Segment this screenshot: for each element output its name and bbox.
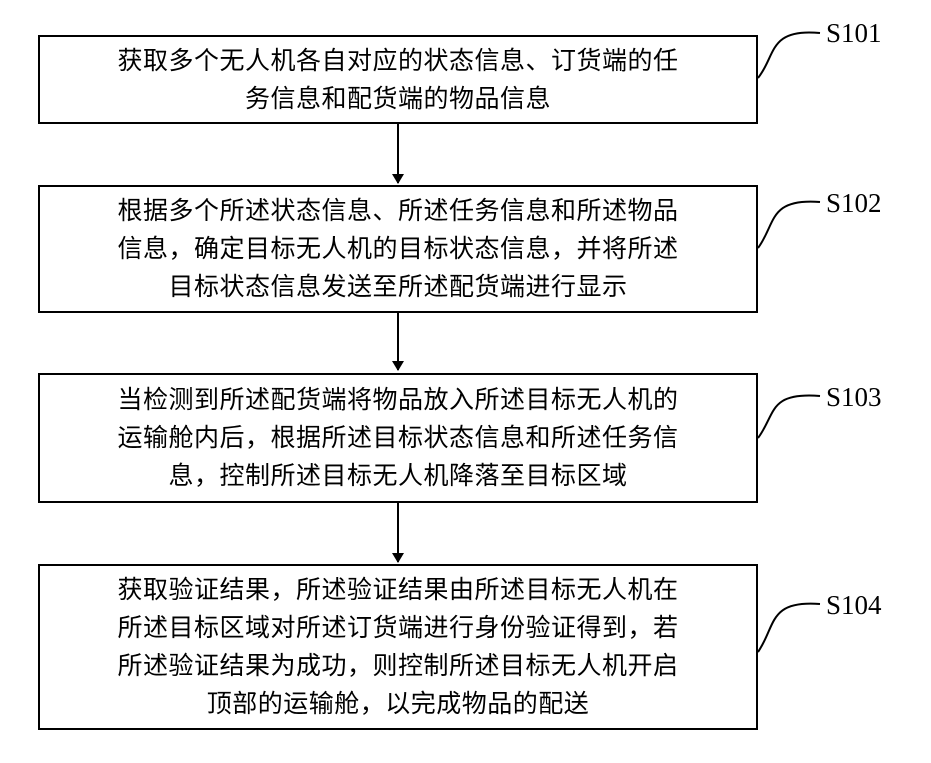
step-line: 根据多个所述状态信息、所述任务信息和所述物品 bbox=[117, 192, 678, 230]
leader-curve-s101 bbox=[758, 32, 820, 78]
leader-curve-s104 bbox=[758, 604, 820, 652]
step-label-s102: S102 bbox=[826, 188, 882, 218]
step-line: 顶部的运输舱，以完成物品的配送 bbox=[117, 685, 678, 723]
step-box-s103: 当检测到所述配货端将物品放入所述目标无人机的 运输舱内后，根据所述目标状态信息和… bbox=[38, 373, 758, 503]
step-box-s101: 获取多个无人机各自对应的状态信息、订货端的任 务信息和配货端的物品信息 bbox=[38, 35, 758, 124]
leader-curve-s102 bbox=[758, 202, 820, 248]
step-text-s104: 获取验证结果，所述验证结果由所述目标无人机在 所述目标区域对所述订货端进行身份验… bbox=[111, 571, 684, 723]
step-line: 当检测到所述配货端将物品放入所述目标无人机的 bbox=[117, 381, 678, 419]
step-line: 信息，确定目标无人机的目标状态信息，并将所述 bbox=[117, 230, 678, 268]
step-box-s102: 根据多个所述状态信息、所述任务信息和所述物品 信息，确定目标无人机的目标状态信息… bbox=[38, 185, 758, 313]
step-line: 所述目标区域对所述订货端进行身份验证得到，若 bbox=[117, 609, 678, 647]
step-line: 务信息和配货端的物品信息 bbox=[117, 80, 678, 118]
step-text-s103: 当检测到所述配货端将物品放入所述目标无人机的 运输舱内后，根据所述目标状态信息和… bbox=[111, 381, 684, 495]
step-label-s104: S104 bbox=[826, 590, 882, 620]
leader-curve-s103 bbox=[758, 396, 820, 438]
step-line: 运输舱内后，根据所述目标状态信息和所述任务信 bbox=[117, 419, 678, 457]
step-label-s103: S103 bbox=[826, 382, 882, 412]
step-line: 所述验证结果为成功，则控制所述目标无人机开启 bbox=[117, 647, 678, 685]
step-box-s104: 获取验证结果，所述验证结果由所述目标无人机在 所述目标区域对所述订货端进行身份验… bbox=[38, 564, 758, 730]
step-line: 获取多个无人机各自对应的状态信息、订货端的任 bbox=[117, 42, 678, 80]
step-line: 息，控制所述目标无人机降落至目标区域 bbox=[117, 457, 678, 495]
step-line: 获取验证结果，所述验证结果由所述目标无人机在 bbox=[117, 571, 678, 609]
step-text-s102: 根据多个所述状态信息、所述任务信息和所述物品 信息，确定目标无人机的目标状态信息… bbox=[111, 192, 684, 306]
step-text-s101: 获取多个无人机各自对应的状态信息、订货端的任 务信息和配货端的物品信息 bbox=[111, 42, 684, 118]
step-line: 目标状态信息发送至所述配货端进行显示 bbox=[117, 268, 678, 306]
step-label-s101: S101 bbox=[826, 18, 882, 48]
